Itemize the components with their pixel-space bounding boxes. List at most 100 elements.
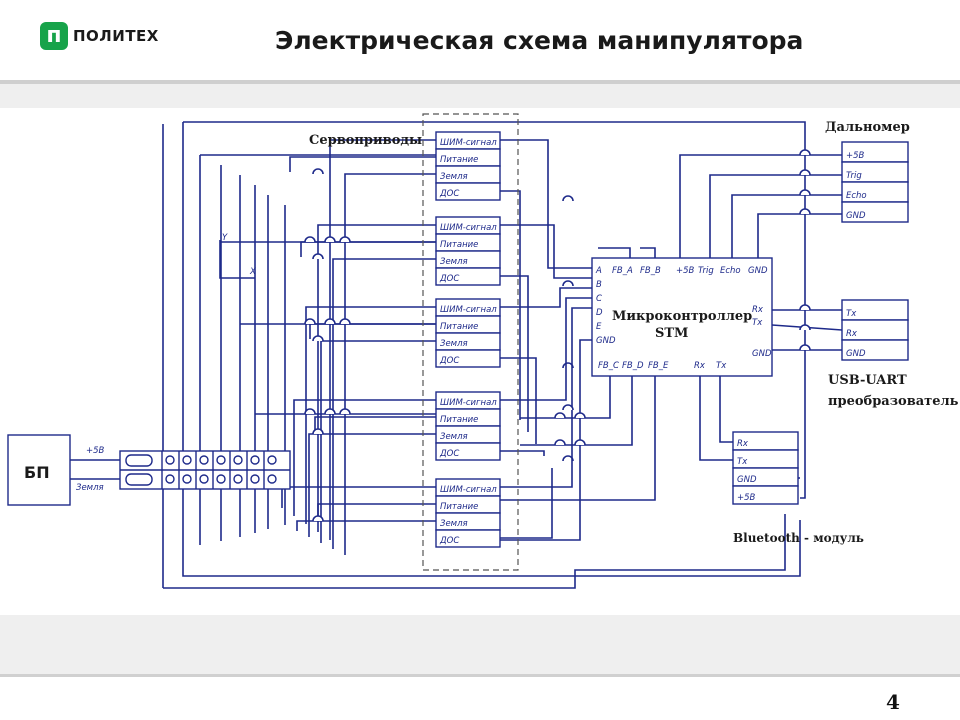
servo-block-3-pin-label: ШИМ-сигнал (440, 305, 497, 315)
servo-pwm-to-mcu (500, 297, 596, 401)
servo-pwm-left-wire (317, 224, 436, 532)
servo-block-5 (435, 478, 501, 548)
terminal-screw (233, 474, 243, 484)
mcu-5v-to-rangefinder (679, 154, 842, 258)
wire-crossing (799, 149, 811, 156)
component-boxes (7, 113, 909, 571)
mcu-trig-to-rangefinder (709, 174, 842, 258)
mcu-top-pin: Trig (698, 266, 714, 276)
wire-crossing (574, 439, 586, 446)
servo-block-2-pin-label: ДОС (439, 274, 459, 284)
logo: п ПОЛИТЕХ (40, 22, 159, 50)
terminal-screw (165, 455, 175, 465)
terminal-screw (182, 474, 192, 484)
servo-fb-wire (500, 450, 545, 456)
servo-ground-wire (320, 340, 436, 543)
usb-uart-label-2: преобразователь (828, 394, 959, 409)
usb-uart-pin-label: GND (846, 349, 866, 359)
rangefinder-pin-label: GND (846, 211, 866, 221)
servo-block-1-pin-label: ШИМ-сигнал (440, 138, 497, 148)
psu-ground-label: Земля (76, 483, 104, 493)
servo-block-2-pin-label: ШИМ-сигнал (440, 223, 497, 233)
slide-title: Электрическая схема манипулятора (275, 26, 804, 55)
terminal-screw (165, 474, 175, 484)
servo-block-2-pin-label: Земля (440, 257, 468, 267)
mcu-left-pin: A (595, 266, 602, 276)
servo-block-2-pin-cell (435, 267, 501, 286)
axis-y-label: Y (222, 233, 228, 243)
servo-block-4-pin-label: Питание (440, 415, 478, 425)
servo-block-1-pin-label: Питание (440, 155, 478, 165)
servo-pwm-left-wire (329, 139, 436, 540)
wire-crossing (562, 195, 574, 202)
servo-block-5-pin-label: ШИМ-сигнал (440, 485, 497, 495)
servo-block-3-pin-label: Питание (440, 322, 478, 332)
usb-uart (841, 299, 909, 361)
servo-block-4-pin-label: ШИМ-сигнал (440, 398, 497, 408)
bluetooth-pin-cell (732, 485, 799, 505)
servo-fb-wire (500, 468, 553, 539)
usb-uart-pin-label: Tx (846, 309, 857, 319)
usb-uart-label-1: USB-UART (828, 373, 907, 388)
servo-pwm-to-mcu (500, 287, 596, 308)
servo-block-3-pin-cell (435, 349, 501, 368)
mcu-title: Микроконтроллер (612, 309, 752, 324)
mcu-top-pin: GND (748, 266, 768, 276)
terminal-screw (267, 474, 277, 484)
wire-crossing (324, 236, 336, 243)
mcu-top-pin: FB_A (612, 266, 633, 276)
servo-fb-wire (500, 190, 521, 420)
servo-pwm-to-mcu (500, 307, 596, 488)
servo-pwm-left-wire (293, 399, 436, 516)
terminal-screw (199, 474, 209, 484)
mcu-bottom-pin: FB_E (648, 361, 669, 371)
mcu-bottom-pin: FB_D (622, 361, 644, 371)
rangefinder-pin-label: Echo (846, 191, 867, 201)
mcu-bottom-pin: FB_C (598, 361, 619, 371)
wire-crossing (304, 236, 316, 243)
wire-crossing (562, 280, 574, 287)
bottom-band (0, 615, 960, 677)
wire-crossing (339, 318, 351, 325)
wire-crossing (799, 304, 811, 311)
servo-pwm-left-wire (305, 306, 436, 524)
mcu-right-pin: Tx (752, 318, 763, 328)
mcu-left-pin: C (596, 294, 602, 304)
wire-crossing (324, 318, 336, 325)
servo-ground-wire (344, 173, 436, 555)
mcu-left-pin: E (596, 322, 602, 332)
wire-crossing (799, 324, 811, 331)
servo-block-1 (435, 131, 501, 201)
servo-block-5-pin-cell (435, 529, 501, 548)
servo-power-wire (314, 416, 436, 432)
usb-uart-pin-cell (841, 339, 909, 361)
mcu-fba-wire (598, 247, 631, 258)
mcu-left-pin: B (596, 280, 602, 290)
mcu-right-pin: Rx (752, 305, 764, 315)
mcu-left-pin: GND (596, 336, 616, 346)
servo-power-wire (289, 156, 436, 172)
wire-crossing (554, 412, 566, 419)
wire-crossing (799, 208, 811, 215)
servo-block-4-pin-label: Земля (440, 432, 468, 442)
mcu-box (591, 257, 773, 377)
servo-block-2-pin-label: Питание (440, 240, 478, 250)
wire-crossing (339, 236, 351, 243)
servo-power-wire (309, 323, 436, 339)
servo-block-1-pin-cell (435, 182, 501, 201)
wire-crossing (339, 408, 351, 415)
servo-block-1-pin-label: ДОС (439, 189, 459, 199)
bluetooth-pin-label: Tx (737, 457, 748, 467)
servo-group-label: Сервоприводы (309, 133, 422, 148)
wire-crossing (304, 408, 316, 415)
servo-block-3-pin-label: ДОС (439, 356, 459, 366)
mcu-tx-to-bt (719, 376, 733, 443)
wire-crossing (324, 408, 336, 415)
servo-block-5-pin-label: ДОС (439, 536, 459, 546)
servo-block-4-pin-cell (435, 442, 501, 461)
wire-crossing (312, 515, 324, 522)
mcu-left-pin: D (596, 308, 603, 318)
mcu-gnd-to-rangefinder (757, 213, 842, 258)
